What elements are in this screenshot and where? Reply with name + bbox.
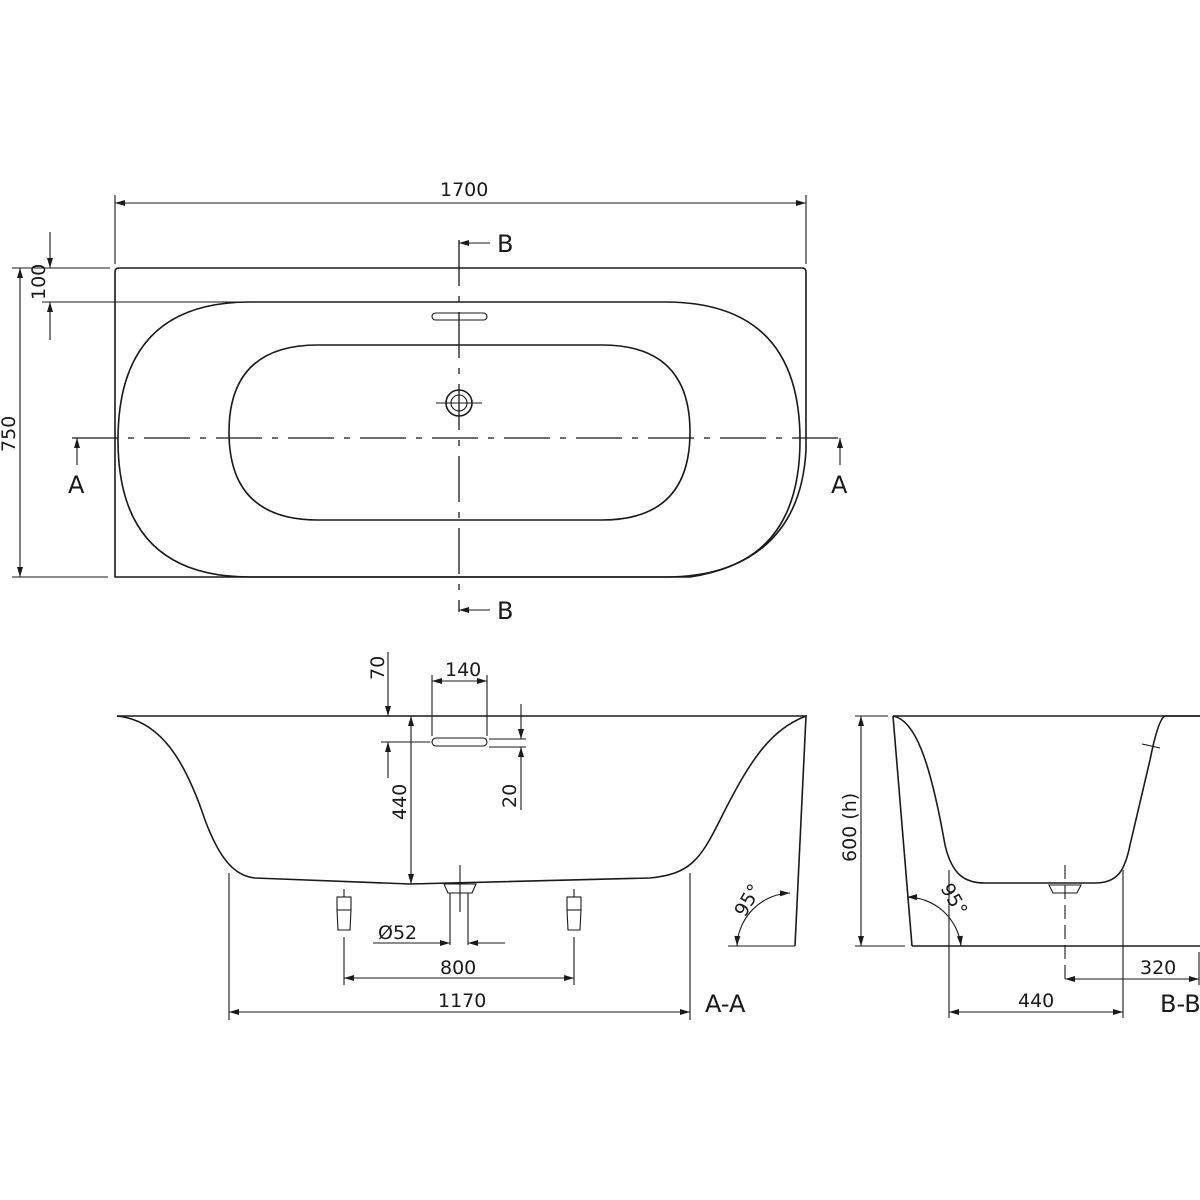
section-aa-label: A-A: [705, 990, 746, 1018]
section-b-label-bottom: B: [497, 597, 513, 625]
tub-outline: [114, 267, 807, 578]
section-bb-label: B-B: [1160, 990, 1200, 1018]
floor-width: 440: [1018, 990, 1054, 1012]
overflow-offset: 70: [367, 656, 389, 680]
depth-dimension: 750: [0, 416, 20, 452]
section-a-label-left: A: [68, 471, 85, 499]
drain-icon: [1048, 884, 1082, 894]
tub-bowl-outline: [117, 301, 801, 578]
section-b-label-top: B: [497, 230, 513, 258]
angle-bb: 95°: [936, 880, 972, 920]
floor-length: 1170: [438, 990, 486, 1012]
depth-aa: 440: [389, 784, 411, 820]
tub-profile-bb: [892, 715, 1200, 884]
section-a-label-right: A: [831, 471, 848, 499]
drain-diameter: Ø52: [378, 922, 417, 944]
angle-arc-aa: [734, 890, 791, 947]
section-aa-view: 95° 140 70 20 440 Ø52: [116, 652, 807, 1020]
angle-arc-bb: [906, 894, 963, 947]
height-bb: 600 (h): [839, 793, 861, 862]
angle-aa: 95°: [730, 880, 766, 920]
tub-basin-inner: [228, 344, 691, 521]
top-view: B B A A 1700 750 100: [0, 179, 848, 625]
rim-dimension: 100: [28, 264, 50, 300]
tub-profile-aa: [116, 714, 807, 947]
width-dimension: 1700: [440, 179, 488, 201]
section-bb-view: 600 (h) 95° 440 320 B-B: [839, 715, 1200, 1018]
drain-offset: 320: [1140, 957, 1176, 979]
overflow-slot-section: [431, 737, 488, 747]
feet-spacing: 800: [440, 957, 476, 979]
overflow-height: 20: [499, 784, 521, 808]
drain-icon: [443, 865, 477, 945]
overflow-width: 140: [445, 659, 481, 681]
adjustable-foot-icon: [336, 889, 352, 931]
adjustable-foot-icon: [566, 889, 582, 931]
